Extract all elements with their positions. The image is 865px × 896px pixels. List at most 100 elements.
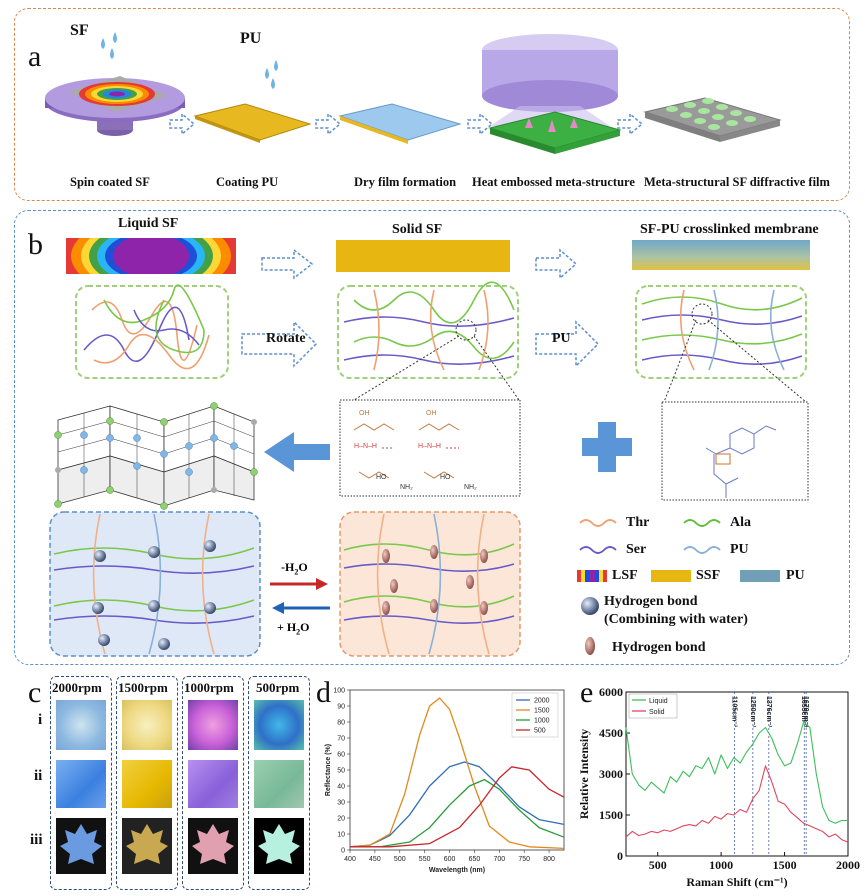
legend-label-Solid: Solid bbox=[649, 709, 665, 716]
series-line-Solid bbox=[625, 765, 849, 843]
chem-nh2-2: NH₂ bbox=[464, 484, 477, 491]
step-caption-3: Dry film formation bbox=[354, 175, 457, 189]
x-tick-label: 550 bbox=[419, 856, 431, 863]
liquid-sf-header: Liquid SF bbox=[118, 216, 179, 231]
legend-label-Liquid: Liquid bbox=[649, 698, 668, 705]
photo-1000-ii bbox=[188, 760, 238, 808]
x-axis-label: Raman Shift (cm⁻¹) bbox=[686, 875, 787, 889]
column-1500rpm bbox=[116, 676, 178, 890]
step-caption-1: Spin coated SF bbox=[70, 175, 150, 189]
chem-ho-2: HO bbox=[440, 474, 451, 481]
photo-2000-i bbox=[56, 700, 106, 750]
col-label-1000: 1000rpm bbox=[184, 680, 234, 695]
legend-lsf: LSF bbox=[612, 568, 638, 583]
col-label-2000: 2000rpm bbox=[52, 680, 102, 695]
solid-sf-film bbox=[336, 240, 510, 272]
panel-a-frame bbox=[14, 8, 850, 201]
step-caption-5: Meta-structural SF diffractive film bbox=[644, 175, 830, 189]
step-caption-2: Coating PU bbox=[216, 175, 279, 189]
row-ii-label: ii bbox=[34, 768, 43, 784]
row-iii-label: iii bbox=[30, 832, 43, 848]
x-tick-label: 600 bbox=[444, 856, 456, 863]
x-tick-label: 400 bbox=[344, 856, 356, 863]
y-tick-label: 10 bbox=[337, 832, 345, 839]
y-tick-label: 90 bbox=[337, 704, 345, 711]
y-tick-label: 1500 bbox=[599, 808, 623, 822]
chem-oh-2: OH bbox=[426, 410, 437, 417]
y-tick-label: 3000 bbox=[599, 767, 623, 781]
x-tick-label: 500 bbox=[394, 856, 406, 863]
y-axis-label: Reflectance (%) bbox=[325, 744, 332, 796]
leaf-photos bbox=[56, 818, 304, 874]
photo-2000-ii bbox=[56, 760, 106, 808]
photo-500-ii bbox=[254, 760, 304, 808]
x-tick-label: 800 bbox=[543, 856, 555, 863]
x-tick-label: 450 bbox=[369, 856, 381, 863]
y-tick-label: 20 bbox=[337, 816, 345, 823]
legend-ser: Ser bbox=[626, 542, 647, 557]
chem-oh-1: OH bbox=[359, 410, 370, 417]
x-tick-label: 1500 bbox=[773, 858, 797, 872]
y-axis-label: Relative Intensity bbox=[577, 729, 591, 819]
annotation-label: 1670cm⁻¹ bbox=[802, 696, 809, 728]
column-500rpm bbox=[248, 676, 310, 890]
chem-nh2-1: NH₂ bbox=[400, 484, 413, 491]
annotation-label: 1655cm⁻¹ bbox=[800, 696, 807, 728]
x-tick-label: 650 bbox=[469, 856, 481, 863]
panel-a-letter: a bbox=[28, 40, 42, 73]
y-tick-label: 6000 bbox=[599, 685, 623, 699]
panel-a-illustration bbox=[45, 32, 782, 154]
legend-pu-film: PU bbox=[786, 568, 805, 583]
x-axis-label: Wavelength (nm) bbox=[429, 867, 485, 874]
legend-hbond-water: Hydrogen bond bbox=[604, 594, 698, 609]
legend-label-500: 500 bbox=[534, 728, 546, 735]
crosslinked-film bbox=[632, 240, 810, 270]
annotation-label: 1376cm⁻¹ bbox=[765, 696, 772, 728]
y-tick-label: 80 bbox=[337, 720, 345, 727]
legend-box bbox=[511, 692, 559, 738]
liquid-sf-film bbox=[66, 238, 236, 274]
legend-label-1500: 1500 bbox=[534, 708, 550, 715]
photo-1000-i bbox=[188, 700, 238, 750]
series-line-2000 bbox=[349, 761, 565, 848]
legend-thr: Thr bbox=[626, 515, 650, 530]
chem-ho-1: HO bbox=[376, 474, 387, 481]
dehydration-label: -H2O bbox=[281, 560, 308, 577]
y-tick-label: 0 bbox=[617, 849, 623, 863]
x-tick-label: 750 bbox=[518, 856, 530, 863]
legend-label-2000: 2000 bbox=[534, 698, 550, 705]
column-1000rpm bbox=[182, 676, 244, 890]
panel-e-letter: e bbox=[580, 676, 594, 709]
x-tick-label: 2000 bbox=[836, 858, 860, 872]
legend-label-1000: 1000 bbox=[534, 718, 550, 725]
y-tick-label: 30 bbox=[337, 800, 345, 807]
y-tick-label: 100 bbox=[333, 688, 345, 695]
x-tick-label: 500 bbox=[649, 858, 667, 872]
y-tick-label: 0 bbox=[341, 848, 345, 855]
rotate-label: Rotate bbox=[266, 331, 306, 346]
photo-1500-i bbox=[122, 700, 172, 750]
photo-1500-ii bbox=[122, 760, 172, 808]
x-tick-label: 1000 bbox=[709, 858, 733, 872]
y-tick-label: 4500 bbox=[599, 726, 623, 740]
legend-pu-chain: PU bbox=[730, 542, 749, 557]
pu-label: PU bbox=[240, 30, 262, 47]
col-label-1500: 1500rpm bbox=[118, 680, 168, 695]
sf-label: SF bbox=[70, 22, 89, 39]
y-tick-label: 70 bbox=[337, 736, 345, 743]
legend-box bbox=[628, 693, 678, 719]
series-line-1000 bbox=[350, 778, 565, 848]
panel-d-letter: d bbox=[316, 676, 331, 709]
step-caption-4: Heat embossed meta-structure bbox=[472, 175, 635, 189]
col-label-500: 500rpm bbox=[256, 680, 300, 695]
panel-b-illustration bbox=[49, 248, 809, 657]
pu-arrow-label: PU bbox=[552, 331, 571, 346]
annotation-label: 1250cm⁻¹ bbox=[749, 696, 756, 728]
column-2000rpm bbox=[50, 676, 112, 890]
y-tick-label: 60 bbox=[337, 752, 345, 759]
panel-b-letter: b bbox=[28, 228, 43, 261]
series-line-Liquid bbox=[625, 721, 848, 824]
chem-hnh-2: H–N–H bbox=[418, 443, 441, 450]
